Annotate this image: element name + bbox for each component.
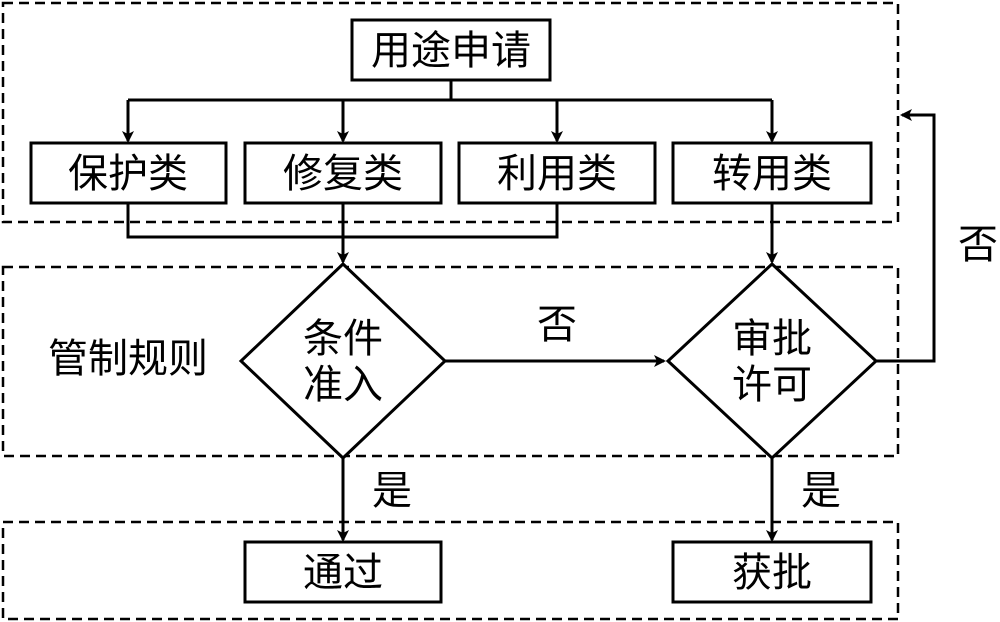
application-zone	[1, 1, 900, 224]
approved-box	[671, 540, 873, 604]
condition-label-1: 条件	[303, 316, 383, 362]
category-use-label: 利用类	[497, 151, 617, 197]
category-restore-box	[243, 141, 443, 205]
root-branch-line	[128, 80, 772, 102]
category-restore-label: 修复类	[283, 151, 403, 197]
arrow-approval-no	[876, 109, 936, 363]
condition-no-label: 否	[537, 302, 577, 348]
category-protect-label: 保护类	[68, 151, 188, 197]
approval-no-label: 否	[958, 222, 998, 268]
rules-zone	[1, 265, 900, 458]
approved-label: 获批	[732, 550, 812, 596]
approval-label-2: 许可	[732, 362, 812, 408]
pass-label: 通过	[303, 550, 383, 596]
approval-yes-label: 是	[801, 468, 841, 514]
category-convert-box	[671, 141, 873, 205]
category-use-box	[457, 141, 657, 205]
condition-label-2: 准入	[303, 362, 383, 408]
merge-line	[126, 203, 559, 239]
condition-yes-label: 是	[372, 468, 412, 514]
approval-label-1: 审批	[732, 316, 812, 362]
pass-box	[243, 540, 443, 604]
category-convert-label: 转用类	[712, 151, 832, 197]
rules-label: 管制规则	[48, 336, 208, 382]
root-label: 用途申请	[371, 28, 531, 74]
